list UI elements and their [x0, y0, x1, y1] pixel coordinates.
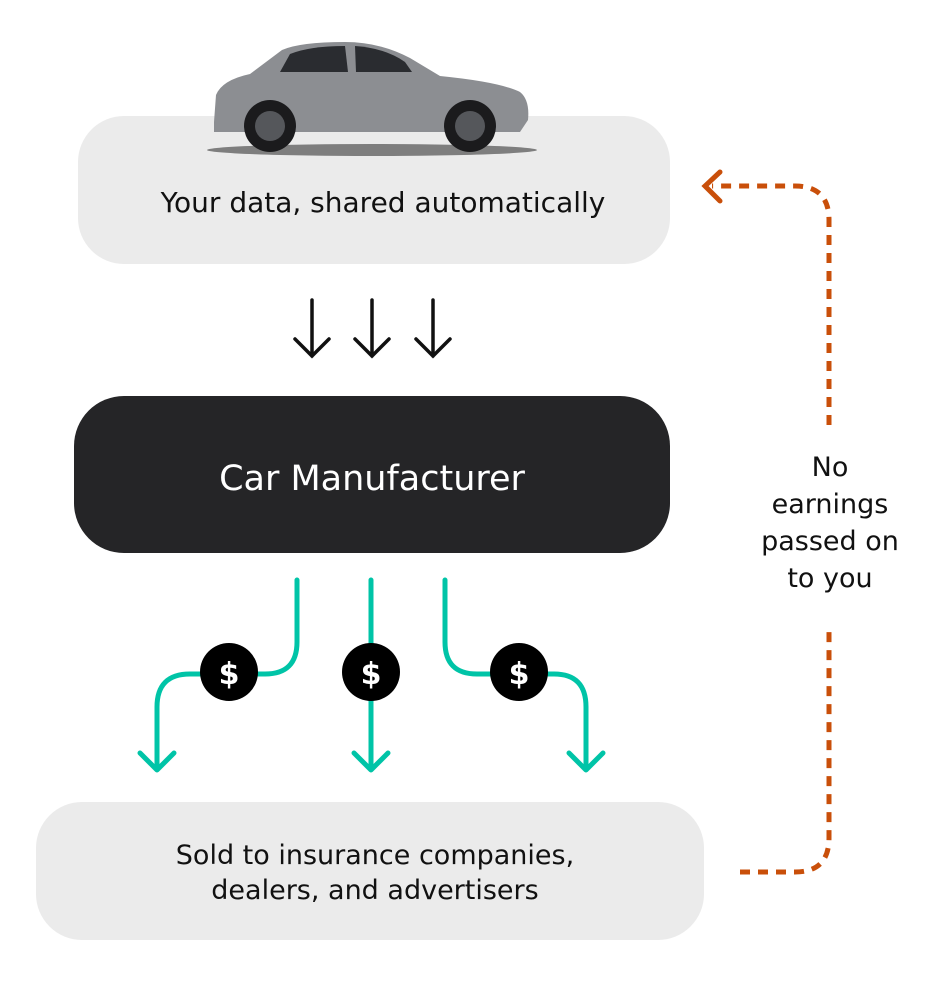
dollar-icon: $ $ $ [200, 643, 548, 701]
buyers-box [36, 802, 704, 940]
arrow-left-icon [701, 169, 723, 204]
svg-text:$: $ [361, 657, 382, 692]
svg-text:passed on: passed on [761, 526, 899, 557]
car-image [207, 42, 537, 156]
no-earnings-path [712, 183, 832, 875]
buyers-line-1: Sold to insurance companies, [176, 840, 574, 871]
svg-text:$: $ [509, 657, 530, 692]
side-note: No earnings passed on to you [761, 452, 899, 594]
svg-text:No: No [812, 452, 849, 483]
svg-text:$: $ [219, 657, 240, 692]
svg-text:earnings: earnings [772, 489, 889, 520]
top-box-label: Your data, shared automatically [160, 186, 606, 219]
car-manufacturer-label: Car Manufacturer [219, 459, 525, 499]
svg-text:to you: to you [787, 563, 872, 594]
arrow-down-icon [293, 298, 452, 359]
car-manufacturer-box [74, 396, 670, 553]
top-box [78, 116, 670, 264]
buyers-line-2: dealers, and advertisers [211, 875, 538, 906]
